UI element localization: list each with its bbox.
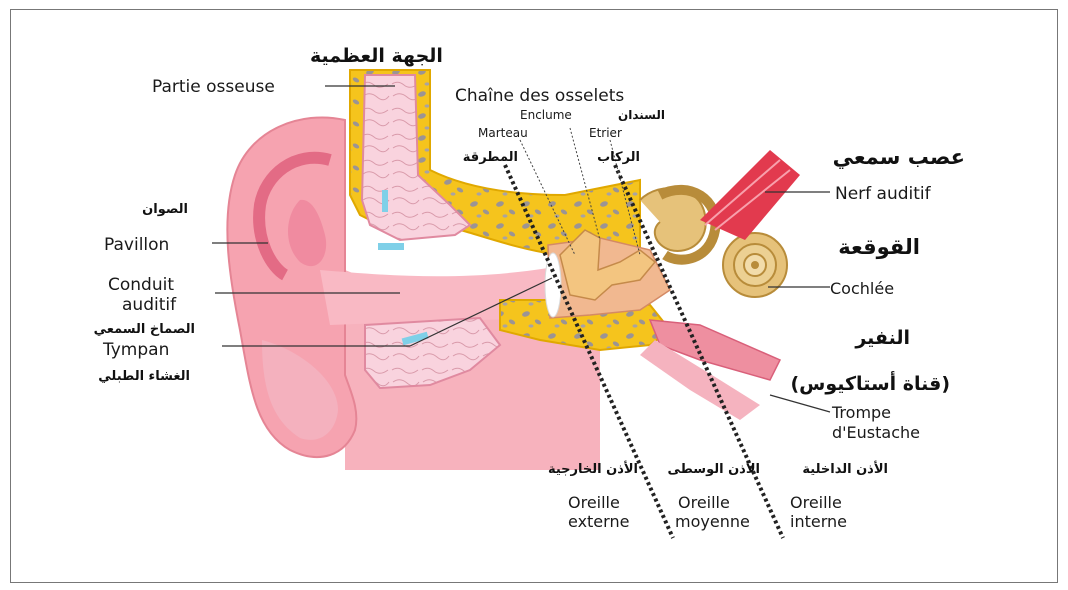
label-interne-2: interne (790, 512, 847, 531)
label-externe-1: Oreille (568, 493, 620, 512)
label-conduit-2: auditif (122, 295, 177, 315)
bone-mark-2 (378, 243, 404, 250)
label-etrier: Etrier (589, 126, 622, 140)
label-partie-osseuse-ar: الجهة العظمية (310, 45, 443, 67)
label-moyenne-ar: الأذن الوسطى (667, 460, 760, 477)
label-trompe-1: Trompe (831, 403, 891, 422)
label-enclume-ar: السندان (618, 108, 665, 122)
label-conduit-ar: الصماخ السمعي (94, 322, 195, 337)
label-cochlee: Cochlée (830, 279, 894, 298)
label-moyenne-1: Oreille (678, 493, 730, 512)
label-chaine-osselets: Chaîne des osselets (455, 86, 624, 106)
label-marteau-ar: المطرقة (463, 150, 518, 165)
label-pavillon-ar: الصوان (142, 202, 188, 217)
label-partie-osseuse: Partie osseuse (152, 77, 275, 97)
upper-bone-pink (362, 75, 470, 240)
label-etrier-ar: الركاب (597, 150, 640, 165)
label-trompe-ar-2: (قناة أستاكيوس) (790, 371, 950, 395)
label-trompe-ar-1: النفير (854, 327, 910, 349)
label-enclume: Enclume (520, 108, 572, 122)
label-externe-ar: الأذن الخارجية (548, 460, 638, 477)
label-externe-2: externe (568, 512, 629, 531)
label-conduit-1: Conduit (108, 275, 174, 295)
label-tympan: Tympan (102, 340, 169, 360)
tympanic-membrane (545, 253, 561, 317)
label-interne-1: Oreille (790, 493, 842, 512)
auditory-nerve (700, 150, 800, 240)
label-marteau: Marteau (478, 126, 528, 140)
label-interne-ar: الأذن الداخلية (802, 460, 888, 477)
label-moyenne-2: moyenne (675, 512, 750, 531)
label-tympan-ar: الغشاء الطبلي (98, 369, 190, 384)
label-pavillon: Pavillon (104, 235, 169, 255)
label-cochlee-ar: القوقعة (838, 235, 920, 259)
label-nerf: Nerf auditif (835, 184, 932, 204)
bone-mark-1 (382, 190, 388, 212)
label-nerf-ar: عصب سمعي (833, 145, 965, 169)
label-trompe-2: d'Eustache (832, 423, 920, 442)
